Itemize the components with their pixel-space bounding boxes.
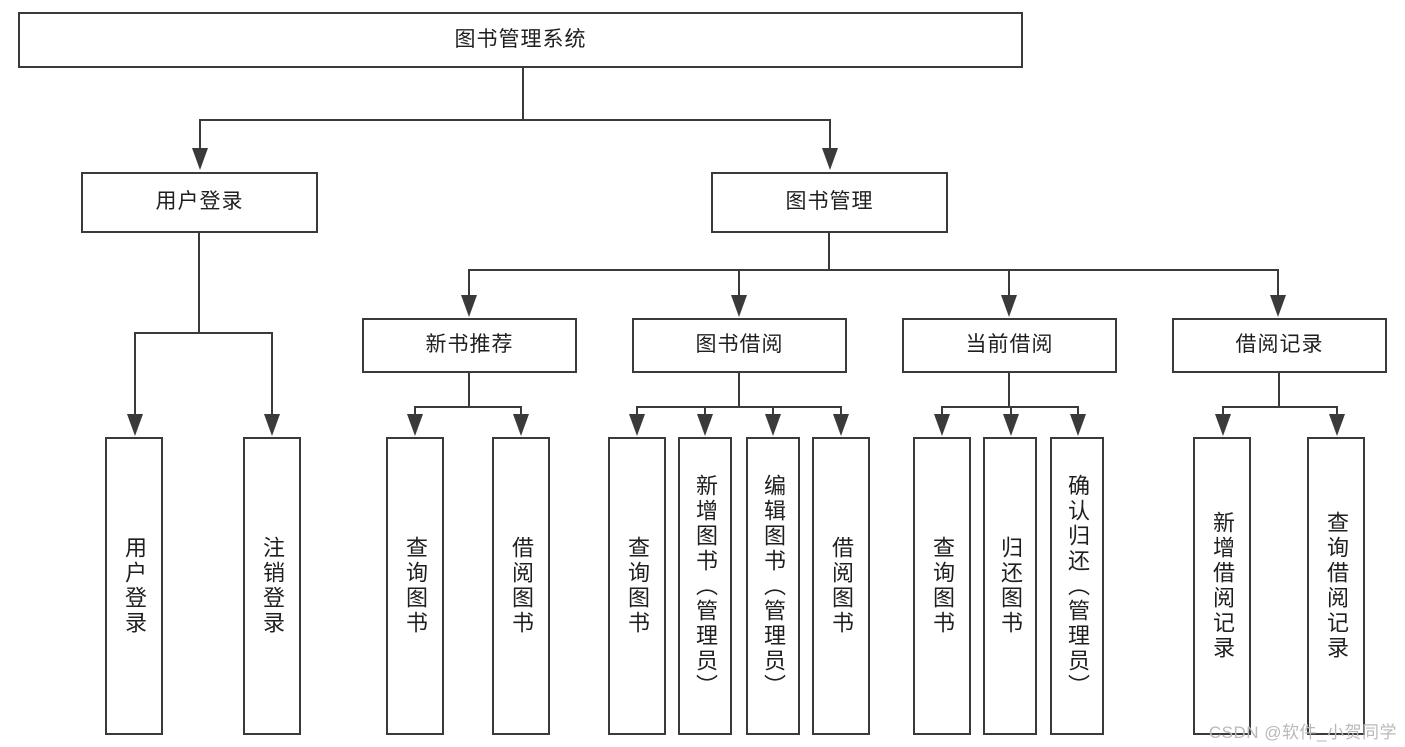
arrowhead-to-leaf-query-book-3: [934, 414, 950, 436]
node-label: 图书管理系统: [454, 27, 587, 51]
node-leaf-query-book-3[interactable]: 查询图书: [913, 437, 971, 735]
node-book-borrow[interactable]: 图书借阅: [632, 318, 847, 373]
node-leaf-query-book-2[interactable]: 查询图书: [608, 437, 666, 735]
node-label: 注销登录: [260, 536, 285, 636]
node-leaf-logout-login[interactable]: 注销登录: [243, 437, 301, 735]
node-leaf-borrow-book-1[interactable]: 借阅图书: [492, 437, 550, 735]
arrowhead-to-leaf-query-borrow-record: [1329, 414, 1345, 436]
node-label: 查询图书: [403, 536, 428, 636]
node-leaf-query-book-1[interactable]: 查询图书: [386, 437, 444, 735]
connector-user-login-to-leaf-2: [271, 332, 274, 416]
node-leaf-add-book-admin[interactable]: 新增图书（管理员）: [678, 437, 732, 735]
connector-current-borrow-stem: [1008, 373, 1011, 408]
connector-nbr-to-leaf-1: [414, 406, 417, 416]
node-leaf-user-login[interactable]: 用户登录: [105, 437, 163, 735]
connector-cb-to-leaf-3: [1077, 406, 1080, 416]
connector-bb-to-leaf-2: [704, 406, 707, 416]
node-label: 查询图书: [625, 536, 650, 636]
connector-book-management-bus: [468, 269, 1278, 272]
connector-borrow-record-stem: [1278, 373, 1281, 408]
connector-new-book-recommend-stem: [468, 373, 471, 408]
arrowhead-to-book-borrow: [731, 295, 747, 317]
connector-user-login-stem: [198, 233, 201, 333]
arrowhead-to-new-book-recommend: [461, 295, 477, 317]
arrowhead-to-leaf-query-book-1: [407, 414, 423, 436]
arrowhead-to-borrow-record: [1270, 295, 1286, 317]
connector-user-login-to-leaf-1: [134, 332, 137, 416]
arrowhead-to-leaf-user-login: [127, 414, 143, 436]
connector-book-management-stem: [828, 233, 831, 271]
arrowhead-to-leaf-add-borrow-record: [1215, 414, 1231, 436]
connector-root-bus: [199, 119, 831, 122]
node-root-system[interactable]: 图书管理系统: [18, 12, 1023, 68]
connector-user-login-bus: [134, 332, 273, 335]
node-label: 查询图书: [930, 536, 955, 636]
node-borrow-record[interactable]: 借阅记录: [1172, 318, 1387, 373]
connector-nbr-to-leaf-2: [520, 406, 523, 416]
connector-br-to-leaf-1: [1222, 406, 1225, 416]
connector-bb-to-leaf-4: [840, 406, 843, 416]
connector-new-book-recommend-bus: [414, 406, 522, 409]
node-label: 新增借阅记录: [1210, 511, 1235, 661]
node-label: 确认归还（管理员）: [1065, 473, 1090, 699]
connector-bm-to-book-borrow: [738, 269, 741, 297]
node-leaf-add-borrow-record[interactable]: 新增借阅记录: [1193, 437, 1251, 735]
node-new-book-recommend[interactable]: 新书推荐: [362, 318, 577, 373]
node-label: 用户登录: [155, 190, 244, 214]
arrowhead-to-leaf-logout-login: [264, 414, 280, 436]
node-label: 当前借阅: [965, 333, 1054, 357]
connector-book-borrow-stem: [738, 373, 741, 408]
node-leaf-borrow-book-2[interactable]: 借阅图书: [812, 437, 870, 735]
arrowhead-to-leaf-return-book: [1003, 414, 1019, 436]
arrowhead-to-leaf-borrow-book-1: [513, 414, 529, 436]
connector-root-stem: [522, 68, 525, 120]
connector-root-to-user-login: [199, 119, 202, 151]
node-user-login[interactable]: 用户登录: [81, 172, 318, 233]
node-label: 编辑图书（管理员）: [761, 473, 786, 699]
arrowhead-to-current-borrow: [1001, 295, 1017, 317]
arrowhead-to-book-management: [822, 148, 838, 170]
node-label: 用户登录: [122, 536, 147, 636]
arrowhead-to-leaf-add-book-admin: [697, 414, 713, 436]
connector-bb-to-leaf-1: [636, 406, 639, 416]
node-leaf-query-borrow-record[interactable]: 查询借阅记录: [1307, 437, 1365, 735]
arrowhead-to-leaf-query-book-2: [629, 414, 645, 436]
node-label: 图书管理: [785, 190, 874, 214]
node-label: 归还图书: [998, 536, 1023, 636]
arrowhead-to-leaf-borrow-book-2: [833, 414, 849, 436]
node-label: 借阅记录: [1235, 333, 1324, 357]
connector-bm-to-borrow-record: [1277, 269, 1280, 297]
node-leaf-edit-book-admin[interactable]: 编辑图书（管理员）: [746, 437, 800, 735]
node-label: 图书借阅: [695, 333, 784, 357]
connector-bm-to-new-book-recommend: [468, 269, 471, 297]
arrowhead-to-leaf-confirm-return-admin: [1070, 414, 1086, 436]
node-label: 新增图书（管理员）: [693, 473, 718, 699]
node-label: 查询借阅记录: [1324, 511, 1349, 661]
arrowhead-to-leaf-edit-book-admin: [765, 414, 781, 436]
connector-book-borrow-bus: [636, 406, 842, 409]
connector-root-to-book-management: [829, 119, 832, 151]
connector-bm-to-current-borrow: [1008, 269, 1011, 297]
arrowhead-to-user-login: [192, 148, 208, 170]
node-label: 新书推荐: [425, 333, 514, 357]
connector-cb-to-leaf-1: [941, 406, 944, 416]
connector-br-to-leaf-2: [1336, 406, 1339, 416]
node-book-management[interactable]: 图书管理: [711, 172, 948, 233]
node-leaf-return-book[interactable]: 归还图书: [983, 437, 1037, 735]
node-leaf-confirm-return-admin[interactable]: 确认归还（管理员）: [1050, 437, 1104, 735]
node-current-borrow[interactable]: 当前借阅: [902, 318, 1117, 373]
connector-borrow-record-bus: [1222, 406, 1338, 409]
connector-bb-to-leaf-3: [772, 406, 775, 416]
connector-cb-to-leaf-2: [1010, 406, 1013, 416]
node-label: 借阅图书: [509, 536, 534, 636]
node-label: 借阅图书: [829, 536, 854, 636]
